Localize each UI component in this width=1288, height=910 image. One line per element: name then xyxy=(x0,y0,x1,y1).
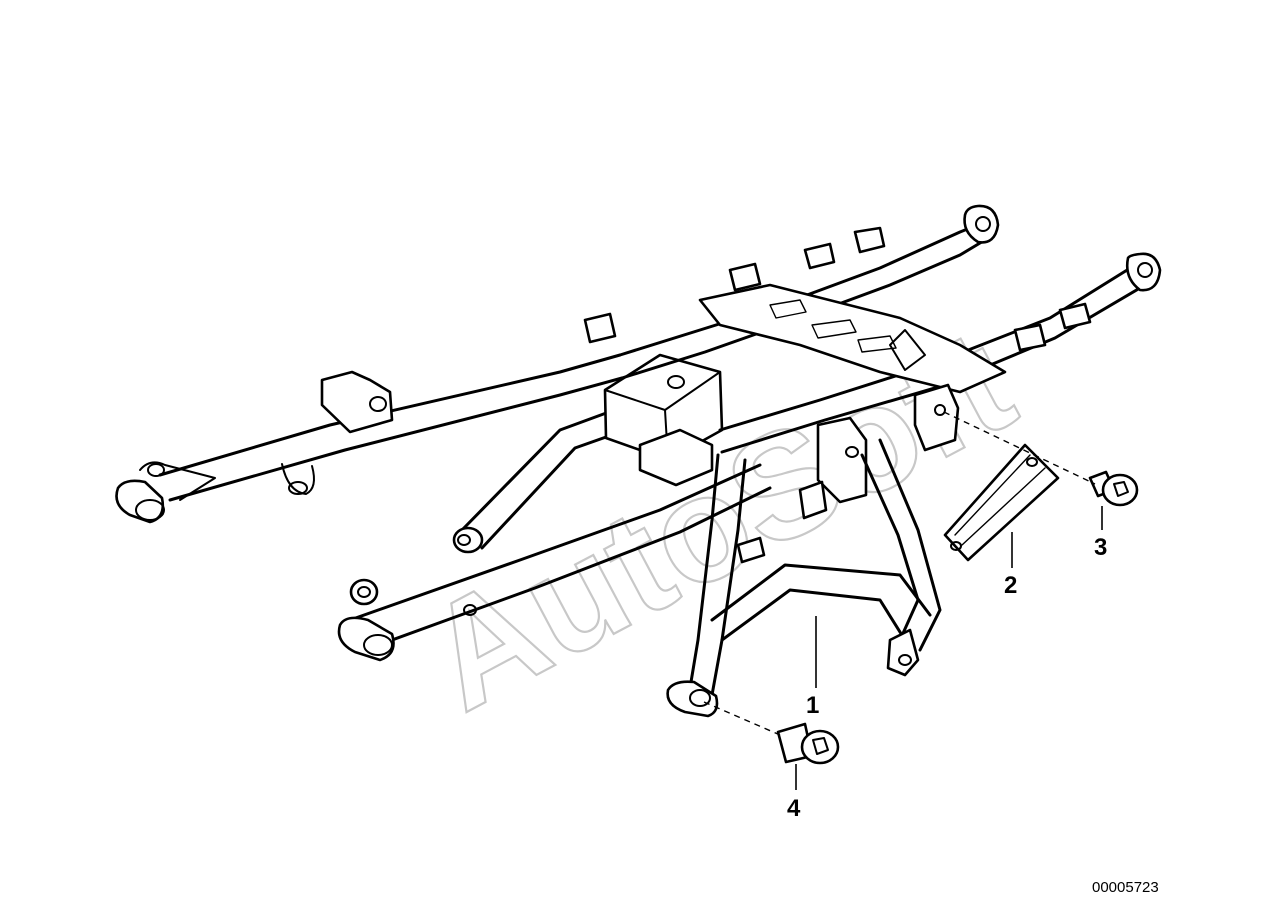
callout-label-3: 3 xyxy=(1094,534,1107,561)
center-stand xyxy=(666,438,942,718)
callout-label-1: 1 xyxy=(806,692,819,719)
callout-label-4: 4 xyxy=(787,795,801,822)
mount-eye-lower-left xyxy=(363,634,393,656)
callout-label-2: 2 xyxy=(1004,572,1017,599)
assembly-axis-bolt-4 xyxy=(703,701,781,736)
bolt-part-4 xyxy=(776,722,840,765)
frame-assembly xyxy=(115,204,1162,662)
bolt-part-3 xyxy=(1088,470,1139,507)
rubber-pad xyxy=(943,443,1060,562)
document-number: 00005723 xyxy=(1092,879,1159,896)
assembly-axis-bolt-3 xyxy=(943,411,1096,485)
mount-eye-front-left xyxy=(135,499,165,521)
